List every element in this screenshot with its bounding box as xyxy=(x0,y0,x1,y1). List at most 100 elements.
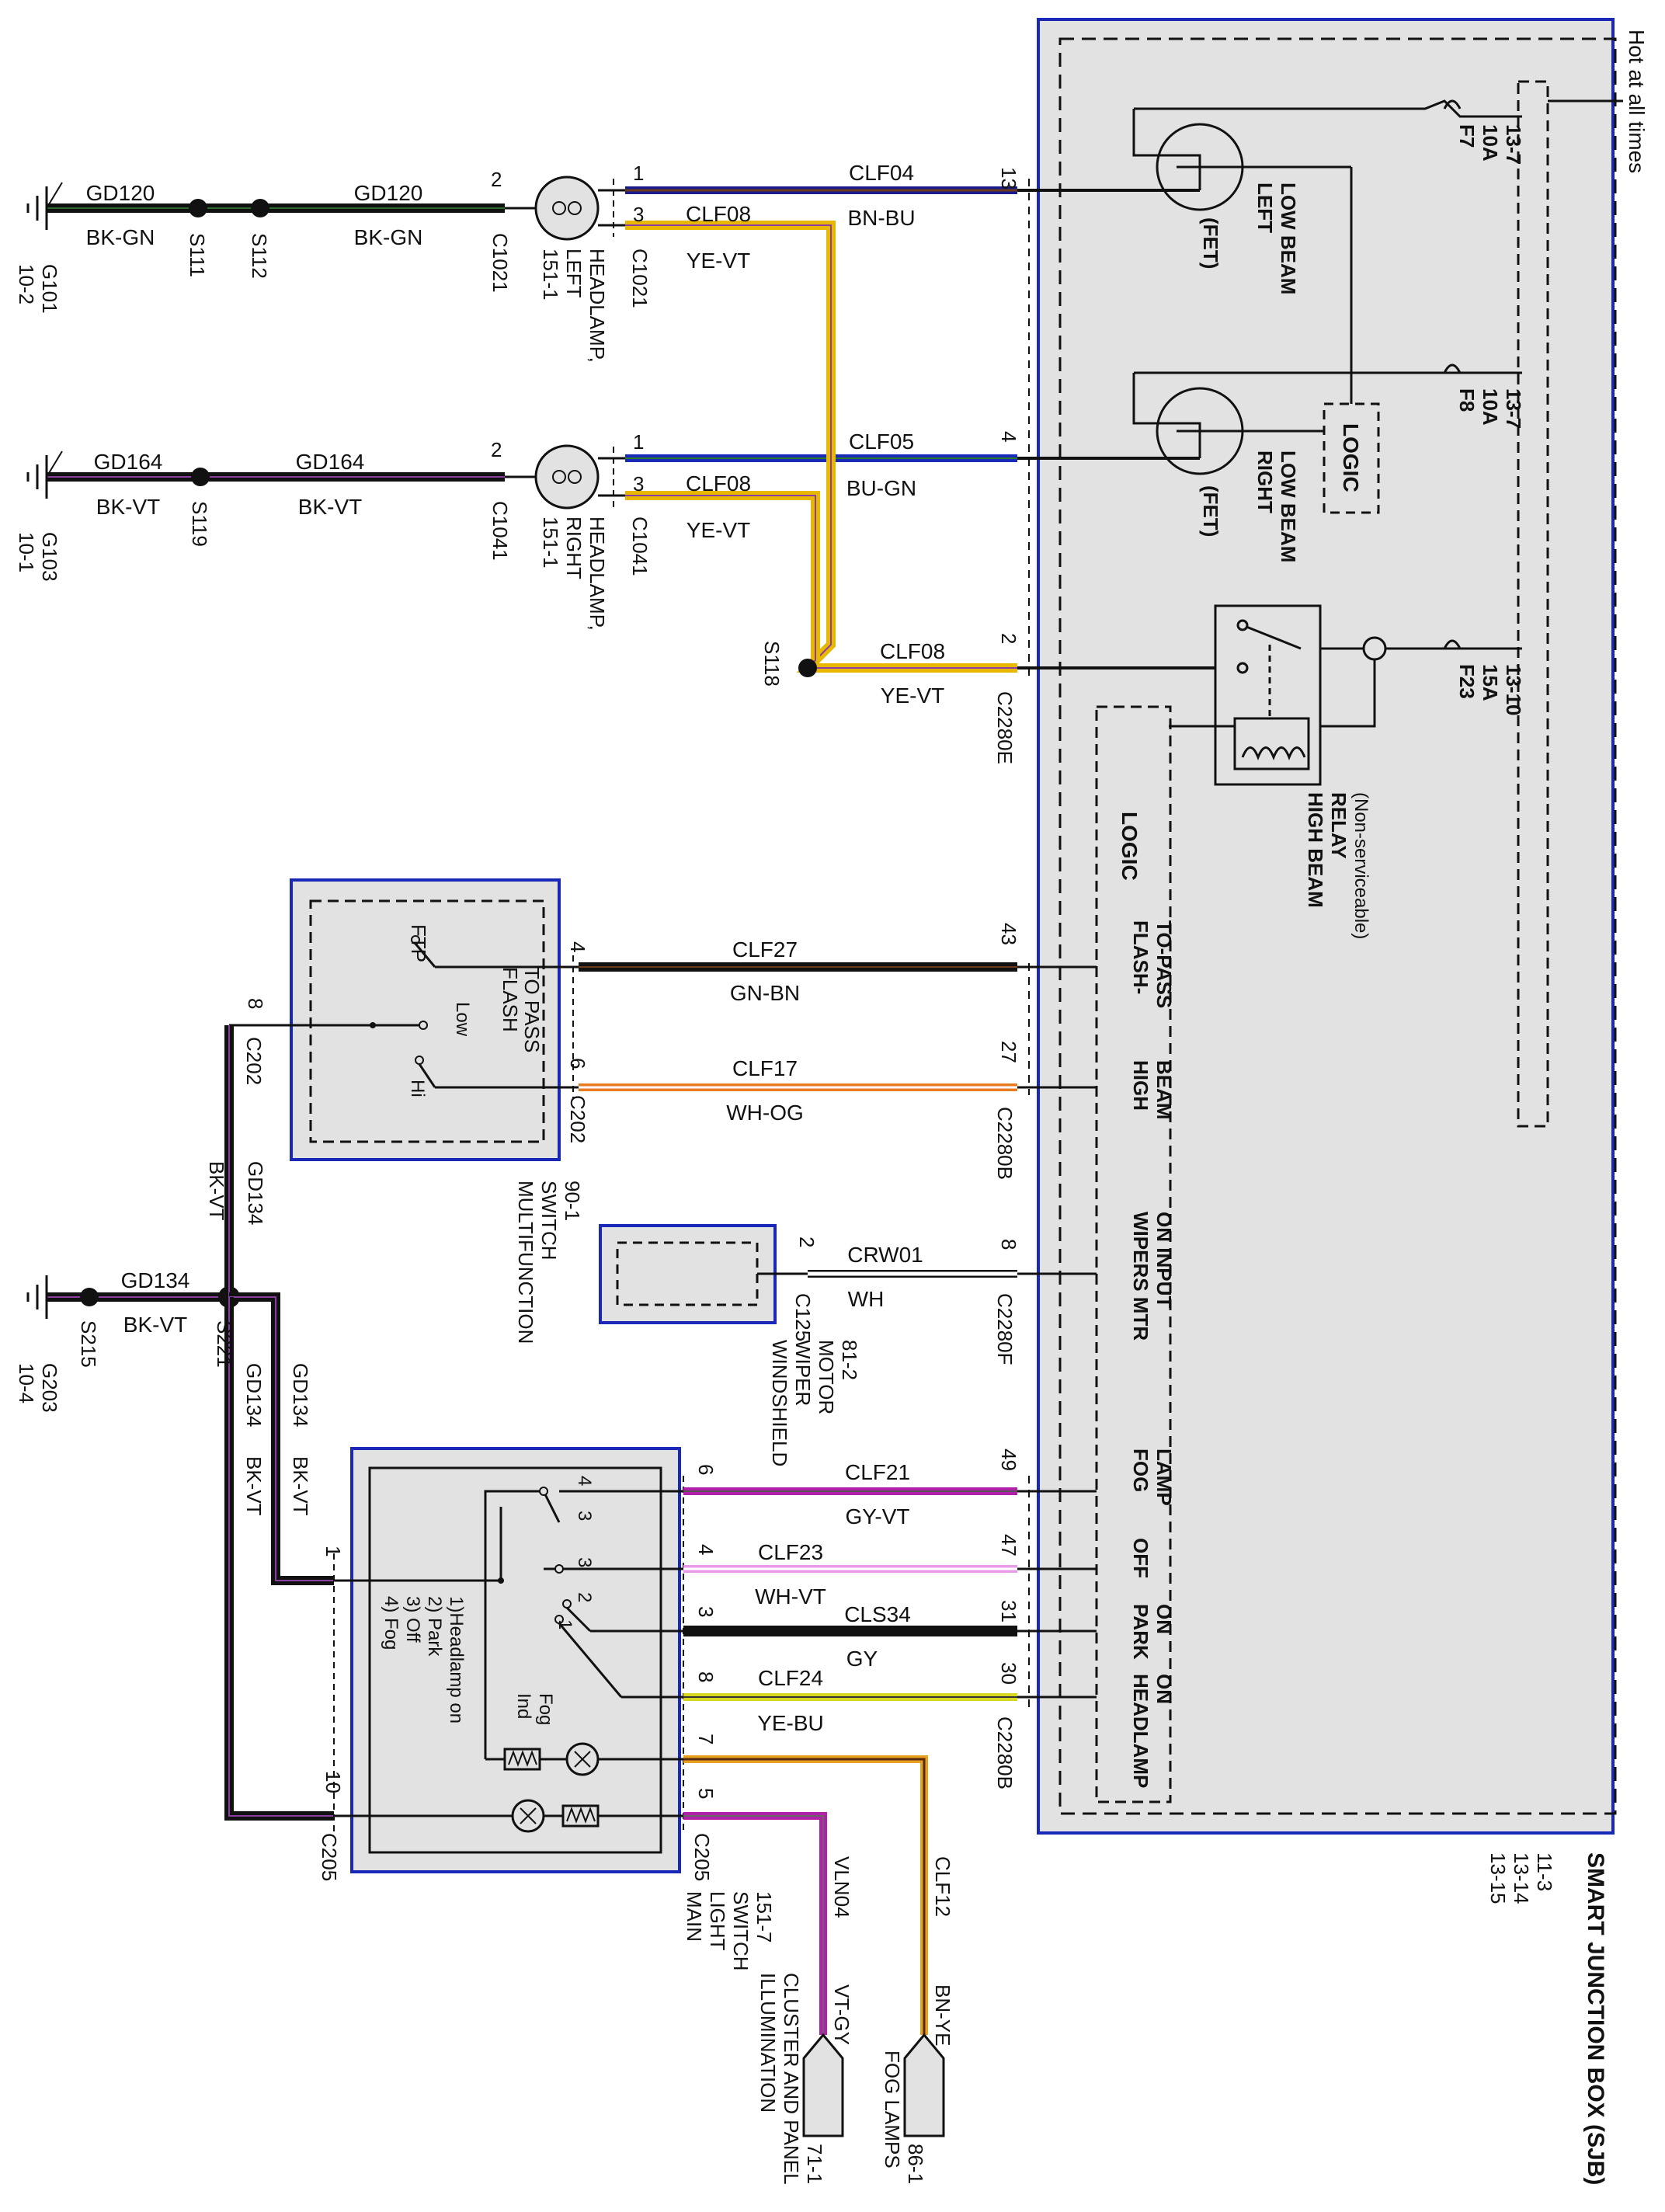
svg-text:Ind: Ind xyxy=(513,1693,534,1719)
ground-circuit: GD164 xyxy=(296,450,365,474)
fet-left-low-beam xyxy=(1017,109,1353,404)
splice: S111 xyxy=(186,233,209,277)
ground-g103-label: G103 10-1 xyxy=(15,532,61,582)
connector-label: C1021 xyxy=(488,233,512,293)
ground-g203-label: G203 10-4 xyxy=(15,1363,61,1413)
fuse-f23 xyxy=(1320,636,1522,661)
pin: 3 xyxy=(694,1606,718,1617)
svg-text:CLF12: CLF12 xyxy=(931,1856,954,1917)
svg-text:PARK: PARK xyxy=(1129,1604,1152,1660)
svg-text:F8: F8 xyxy=(1455,388,1479,412)
fog-lamps-label: 86-1 xyxy=(904,2144,927,2184)
light-switch-label: MAIN LIGHT SWITCH 151-7 xyxy=(683,1891,776,1971)
fuse-f7-label: F7 10A 13-7 xyxy=(1455,124,1525,165)
svg-text:151-1: 151-1 xyxy=(539,516,562,569)
headlamp-left xyxy=(505,176,625,241)
wire-clf08-circuit: CLF08 xyxy=(880,639,945,663)
svg-text:VT-GY: VT-GY xyxy=(830,1984,853,2045)
high-beam-relay xyxy=(1017,604,1376,786)
cluster-label: 71-1 xyxy=(803,2144,826,2184)
svg-text:Fog: Fog xyxy=(535,1693,556,1725)
fet-left-label: LEFT LOW BEAM (FET) xyxy=(1199,183,1300,294)
svg-text:11-3: 11-3 xyxy=(1533,1852,1556,1891)
connector-label: C2280B xyxy=(993,1716,1017,1789)
ground-circuit: GD164 xyxy=(94,450,163,474)
svg-text:F23: F23 xyxy=(1455,664,1479,699)
wire-clf05-circuit: CLF05 xyxy=(849,430,914,454)
svg-text:FLASH-: FLASH- xyxy=(1129,920,1152,994)
logic-label: LOGIC xyxy=(1118,812,1142,881)
fet-right-low-beam xyxy=(1017,373,1324,475)
svg-text:86-1: 86-1 xyxy=(904,2144,927,2184)
pin: 47 xyxy=(997,1534,1020,1556)
svg-text:TO PASS: TO PASS xyxy=(520,967,544,1052)
pin: 10 xyxy=(322,1771,345,1793)
wire-clf05-color: BU-GN xyxy=(846,476,916,500)
pin: 8 xyxy=(694,1671,718,1682)
svg-text:HIGH: HIGH xyxy=(1129,1060,1152,1111)
wire-clf21-color: GY-VT xyxy=(846,1504,910,1529)
output-fog-lamp: FOG LAMP xyxy=(1129,1449,1176,1506)
wire-clf24-color: YE-BU xyxy=(757,1711,824,1735)
logic-label: LOGIC xyxy=(1339,423,1363,492)
svg-text:WIPERS MTR: WIPERS MTR xyxy=(1129,1212,1152,1341)
svg-text:ILLUMINATION: ILLUMINATION xyxy=(756,1973,780,2113)
svg-text:RIGHT: RIGHT xyxy=(562,516,586,579)
switch-pin: 1 xyxy=(554,1619,575,1629)
svg-text:ON INPUT: ON INPUT xyxy=(1152,1212,1176,1308)
svg-text:81-2: 81-2 xyxy=(838,1340,861,1380)
splice-s118: S118 xyxy=(760,641,784,687)
fog-lamps-dest: FOG LAMPS xyxy=(881,2050,904,2169)
pin: 1 xyxy=(633,162,644,185)
svg-text:(Non-serviceable): (Non-serviceable) xyxy=(1350,792,1371,939)
hi-label: Hi xyxy=(407,1080,428,1097)
pin: 2 xyxy=(997,633,1020,644)
wire-clf08-color: YE-VT xyxy=(687,249,750,273)
pin: 3 xyxy=(633,203,644,226)
wire-clf27-color: GN-BN xyxy=(730,981,800,1005)
svg-text:LOGIC: LOGIC xyxy=(1118,812,1142,881)
pin: 4 xyxy=(694,1544,718,1555)
connector-label: C1041 xyxy=(488,501,512,561)
pin: 49 xyxy=(997,1449,1020,1471)
wire-clf23-color: WH-VT xyxy=(755,1584,826,1609)
svg-text:G103: G103 xyxy=(38,532,61,582)
pin: 7 xyxy=(694,1734,718,1744)
ground-color: BK-VT xyxy=(298,495,362,519)
sjb-ref: 13-15 xyxy=(1486,1852,1510,1904)
pin: 3 xyxy=(633,472,644,496)
wire-clf08-color: YE-VT xyxy=(881,683,944,708)
wire-clf23-circuit: CLF23 xyxy=(758,1540,823,1564)
pin: 2 xyxy=(491,438,502,461)
pin: 6 xyxy=(566,1058,589,1069)
svg-text:151-7: 151-7 xyxy=(753,1891,776,1943)
pin: 1 xyxy=(633,430,644,454)
svg-text:13-7: 13-7 xyxy=(1502,388,1525,429)
pin: 30 xyxy=(997,1662,1020,1685)
svg-text:10A: 10A xyxy=(1479,388,1502,426)
svg-text:GD134: GD134 xyxy=(244,1161,267,1225)
svg-text:RELAY: RELAY xyxy=(1327,792,1350,859)
svg-text:10-1: 10-1 xyxy=(15,532,38,572)
svg-text:LOW BEAM: LOW BEAM xyxy=(1277,450,1300,562)
svg-text:BK-VT: BK-VT xyxy=(205,1161,228,1221)
ground-g101-label: G101 10-2 xyxy=(15,264,61,314)
svg-text:FOG LAMPS: FOG LAMPS xyxy=(881,2050,904,2169)
svg-text:LEFT: LEFT xyxy=(562,249,586,298)
gnd-label-ls1: GD134 BK-VT xyxy=(289,1363,312,1516)
svg-text:(FET): (FET) xyxy=(1199,217,1222,269)
svg-text:LOW BEAM: LOW BEAM xyxy=(1277,183,1300,294)
pin: 2 xyxy=(491,168,502,191)
svg-text:MULTIFUNCTION: MULTIFUNCTION xyxy=(514,1181,537,1344)
wiper-label: WINDSHIELD WIPER MOTOR 81-2 xyxy=(768,1340,861,1466)
svg-text:15A: 15A xyxy=(1479,664,1502,701)
svg-text:2) Park: 2) Park xyxy=(424,1596,445,1657)
headlamp-right xyxy=(505,444,625,510)
splice: S112 xyxy=(248,233,271,279)
svg-text:C1041: C1041 xyxy=(628,516,652,576)
ground-color: BK-GN xyxy=(86,225,155,249)
switch-pin: 3 xyxy=(574,1511,595,1521)
ground-color: BK-VT xyxy=(96,495,160,519)
wire-clf21-circuit: CLF21 xyxy=(845,1460,910,1484)
